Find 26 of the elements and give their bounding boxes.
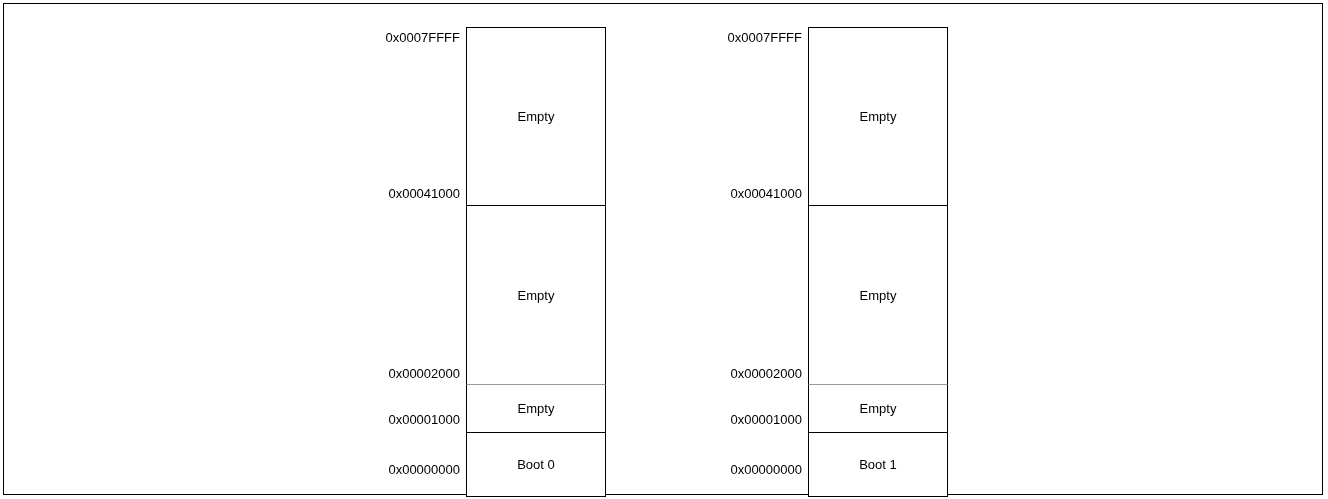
- address-label: 0x00001000: [729, 412, 802, 427]
- region-label: Empty: [517, 109, 555, 124]
- address-label: 0x0007FFFF: [384, 30, 460, 45]
- region-label: Empty: [517, 401, 555, 416]
- address-label: 0x00041000: [387, 186, 460, 201]
- memory-region: [466, 205, 606, 385]
- address-label: 0x00002000: [387, 366, 460, 381]
- memory-region: [808, 432, 948, 497]
- region-label: Boot 0: [517, 457, 555, 472]
- memory-region: [466, 432, 606, 497]
- address-label: 0x0007FFFF: [726, 30, 802, 45]
- address-label: 0x00000000: [387, 462, 460, 477]
- memory-region: [808, 27, 948, 206]
- memory-region: [808, 205, 948, 385]
- region-label: Empty: [859, 401, 897, 416]
- region-label: Empty: [859, 109, 897, 124]
- address-label: 0x00000000: [729, 462, 802, 477]
- address-label: 0x00001000: [387, 412, 460, 427]
- region-label: Empty: [859, 287, 897, 303]
- region-label: Empty: [517, 287, 555, 303]
- address-label: 0x00041000: [729, 186, 802, 201]
- memory-region: [466, 27, 606, 206]
- memory-region: [808, 384, 948, 433]
- region-label: Boot 1: [859, 457, 897, 472]
- memory-region: [466, 384, 606, 433]
- address-label: 0x00002000: [729, 366, 802, 381]
